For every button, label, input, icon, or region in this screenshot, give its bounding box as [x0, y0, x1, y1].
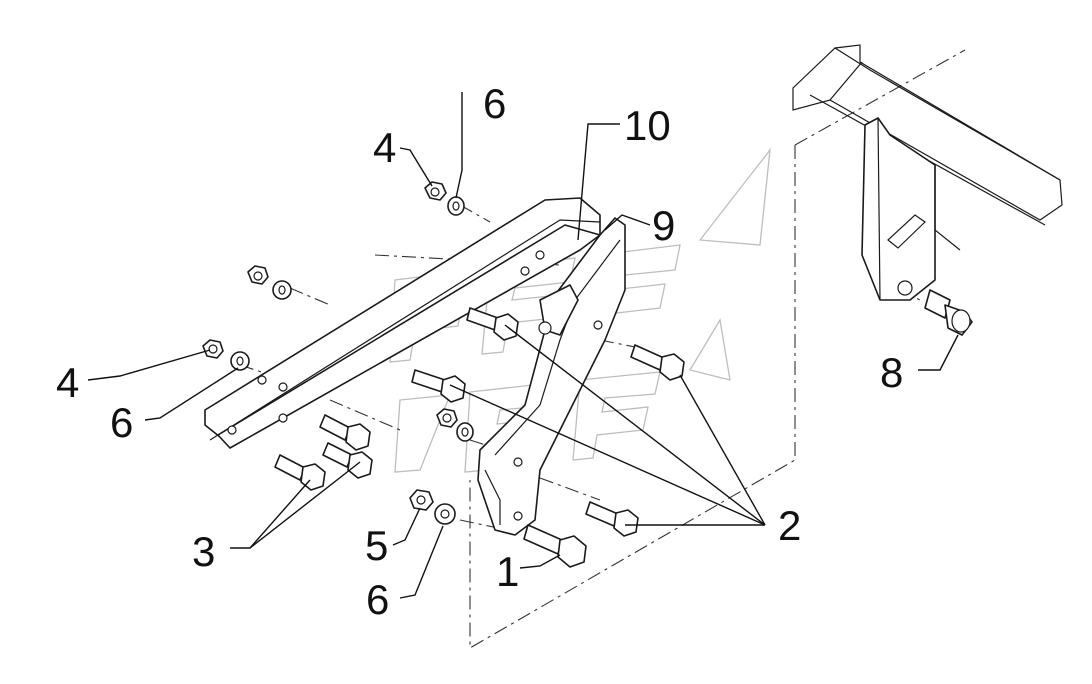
- callout-3: 3: [192, 528, 215, 575]
- callout-labels: 1 2 3 4 4 5 6 6 6 8 9 10: [56, 80, 903, 623]
- bushing-part-8: [924, 289, 973, 336]
- bolt-left-a: [319, 414, 371, 451]
- long-plate-part-10: [204, 197, 601, 449]
- nut-part-5: [409, 489, 434, 511]
- callout-6-top: 6: [483, 80, 506, 127]
- callout-5: 5: [365, 522, 388, 569]
- curved-plate-part-9: [477, 217, 626, 536]
- callout-6-bottom: 6: [366, 576, 389, 623]
- bolt-right-upper: [630, 344, 685, 381]
- nut-left: [202, 339, 224, 359]
- washer-upper-left: [272, 280, 292, 300]
- callout-4-left: 4: [56, 359, 79, 406]
- washer-left: [230, 351, 250, 371]
- bolt-part-1: [523, 524, 587, 568]
- bolt-right-lower: [585, 501, 639, 537]
- bolt-left-c: [274, 454, 326, 491]
- callout-9: 9: [652, 202, 675, 249]
- callout-4-top: 4: [373, 124, 396, 171]
- frame-bracket: [861, 117, 961, 301]
- leader-lines: [87, 92, 959, 599]
- washer-middle: [456, 422, 474, 442]
- callout-2: 2: [778, 502, 801, 549]
- washer-top: [447, 196, 465, 216]
- nut-middle: [436, 408, 458, 428]
- bolt-upper-middle: [466, 307, 519, 341]
- bolt-center: [411, 369, 466, 403]
- washer-bottom: [434, 503, 456, 525]
- callout-1: 1: [496, 548, 519, 595]
- callout-8: 8: [880, 349, 903, 396]
- callout-6-left: 6: [110, 399, 133, 446]
- nut-upper-left: [247, 265, 269, 285]
- nut-top: [424, 181, 447, 201]
- bolt-left-b: [322, 442, 373, 479]
- callout-10: 10: [624, 102, 671, 149]
